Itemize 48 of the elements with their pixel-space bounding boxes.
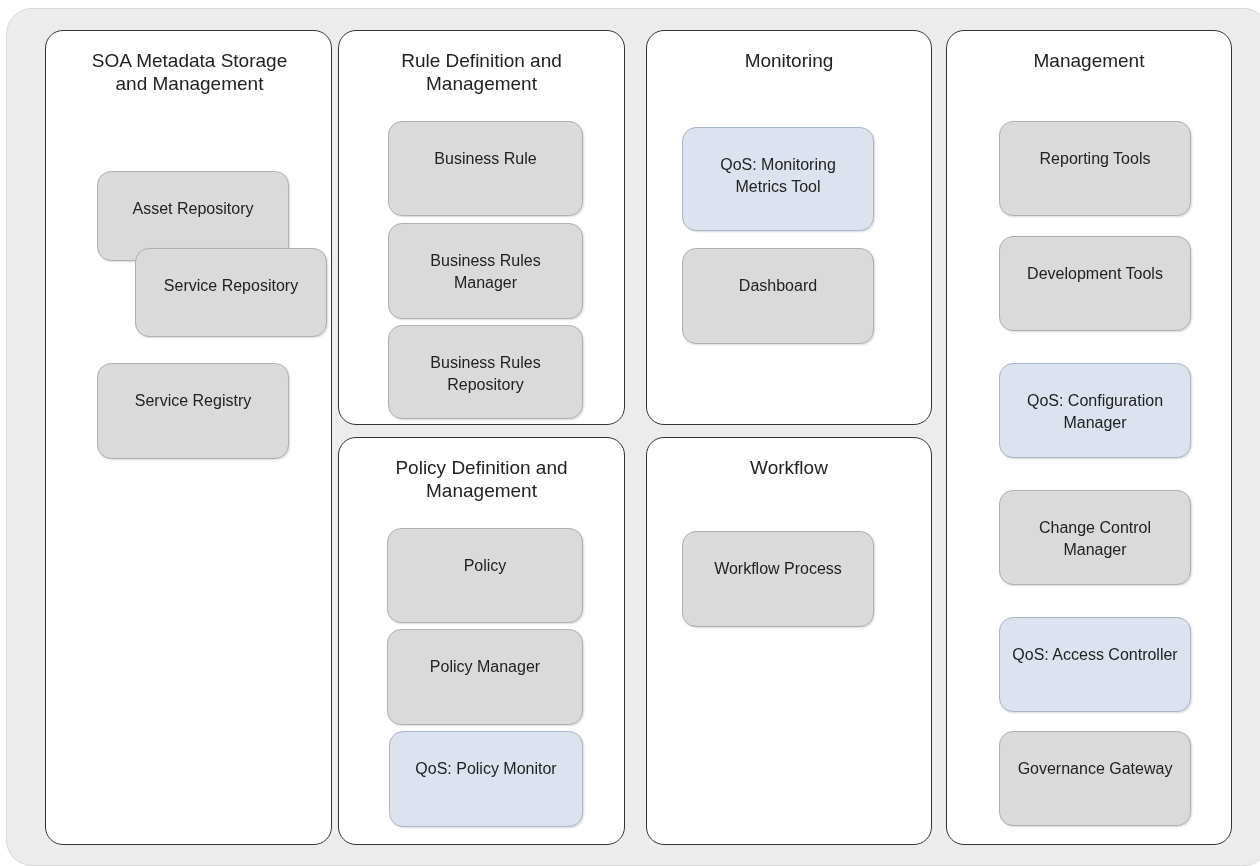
component-box <box>999 617 1191 712</box>
component-box <box>682 248 874 344</box>
panel-title: Monitoring <box>743 49 835 72</box>
component-label: Workflow Process <box>714 559 842 579</box>
component-label: Asset Repository <box>132 199 254 219</box>
group-panel <box>338 437 625 845</box>
component-label: Business Rules Manager <box>429 251 542 293</box>
component-label: QoS: Access Controller <box>1012 645 1178 665</box>
component-label: QoS: Policy Monitor <box>415 759 557 779</box>
component-box <box>97 363 289 459</box>
panel-title: Management <box>1032 49 1146 72</box>
component-box <box>135 248 327 337</box>
group-panel <box>338 30 625 425</box>
component-label: QoS: Monitoring Metrics Tool <box>719 155 837 197</box>
panel-title: Policy Definition and Management <box>394 456 569 502</box>
component-label: Dashboard <box>738 276 818 296</box>
group-panel <box>45 30 332 845</box>
group-panel <box>646 30 932 425</box>
component-box <box>387 629 583 725</box>
component-box <box>389 731 583 827</box>
panel-title: SOA Metadata Storage and Management <box>90 49 289 95</box>
component-box <box>97 171 289 261</box>
component-label: Business Rules Repository <box>429 353 542 395</box>
component-box <box>388 325 583 419</box>
component-box <box>388 121 583 216</box>
panel-title: Workflow <box>749 456 829 479</box>
component-label: Development Tools <box>1027 264 1163 284</box>
component-label: Service Registry <box>134 391 252 411</box>
group-panel <box>946 30 1232 845</box>
component-label: Change Control Manager <box>1037 518 1153 560</box>
component-box <box>682 127 874 231</box>
component-label: Governance Gateway <box>1017 759 1173 779</box>
component-label: QoS: Configuration Manager <box>1025 391 1165 433</box>
group-panel <box>646 437 932 845</box>
component-label: Reporting Tools <box>1039 149 1151 169</box>
component-box <box>682 531 874 627</box>
component-label: Business Rule <box>434 149 537 169</box>
component-label: Policy Manager <box>429 657 541 677</box>
component-box <box>999 731 1191 826</box>
component-box <box>999 121 1191 216</box>
panel-title: Rule Definition and Management <box>400 49 563 95</box>
component-box <box>387 528 583 623</box>
component-box <box>999 236 1191 331</box>
component-label: Service Repository <box>163 276 299 296</box>
component-label: Policy <box>463 556 507 576</box>
component-box <box>388 223 583 319</box>
component-box <box>999 363 1191 458</box>
component-box <box>999 490 1191 585</box>
